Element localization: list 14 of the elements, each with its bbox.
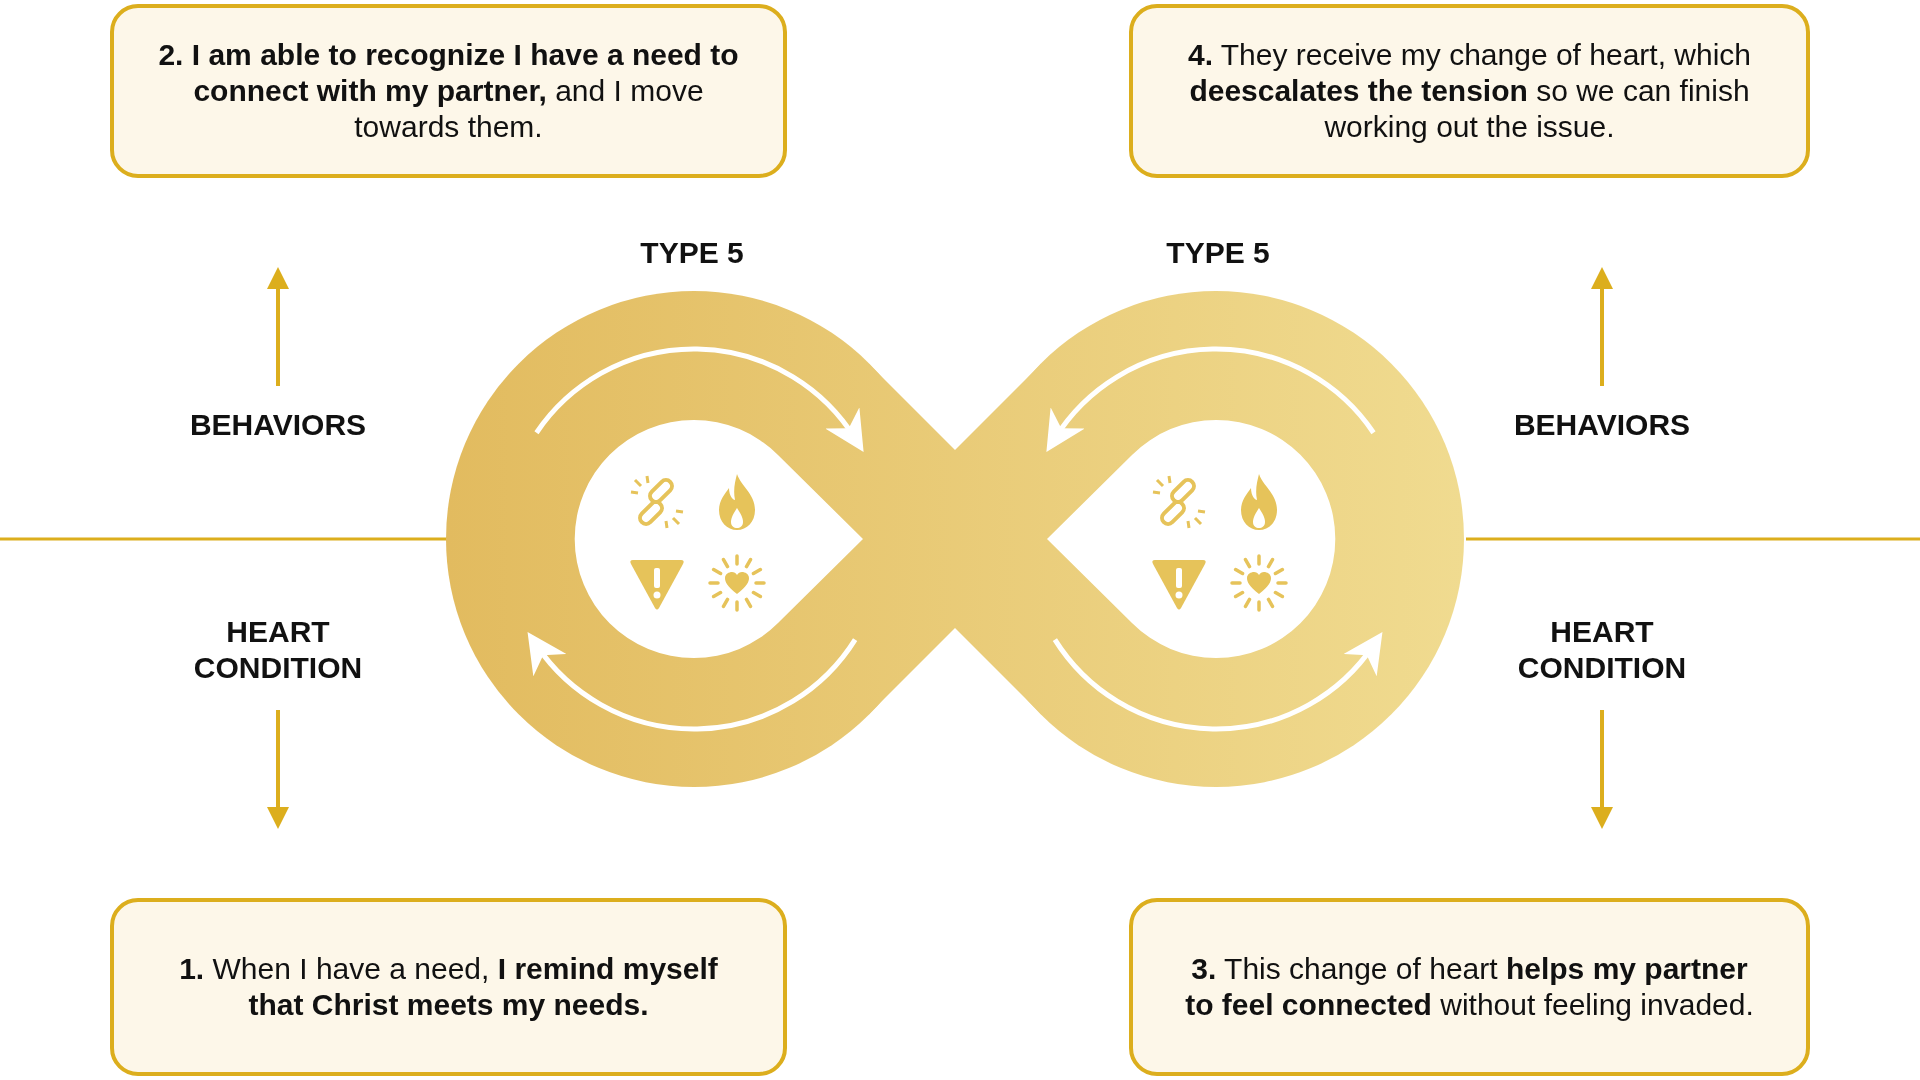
section-label: BEHAVIORS	[189, 407, 367, 443]
step-text: 4. They receive my change of heart, which deescalates the tension so we can finish working out the issue.	[1186, 37, 1753, 145]
text-card	[110, 4, 787, 178]
text-card	[110, 898, 787, 1076]
section-label: HEART CONDITION	[1516, 614, 1688, 686]
step-text: 3. This change of heart helps my partner to feel connected without feeling invaded.	[1184, 951, 1755, 1023]
step-text: 2. I am able to recognize I have a need to connect with my partner, and I move towards them.	[157, 37, 740, 145]
section-label: HEART CONDITION	[192, 614, 364, 686]
type-heading: TYPE 5	[1166, 235, 1270, 271]
text-card	[1129, 4, 1810, 178]
step-text: 1. When I have a need, I remind myself that Christ meets my needs.	[178, 951, 719, 1023]
section-label: BEHAVIORS	[1513, 407, 1691, 443]
type-heading: TYPE 5	[640, 235, 744, 271]
text-card	[1129, 898, 1810, 1076]
